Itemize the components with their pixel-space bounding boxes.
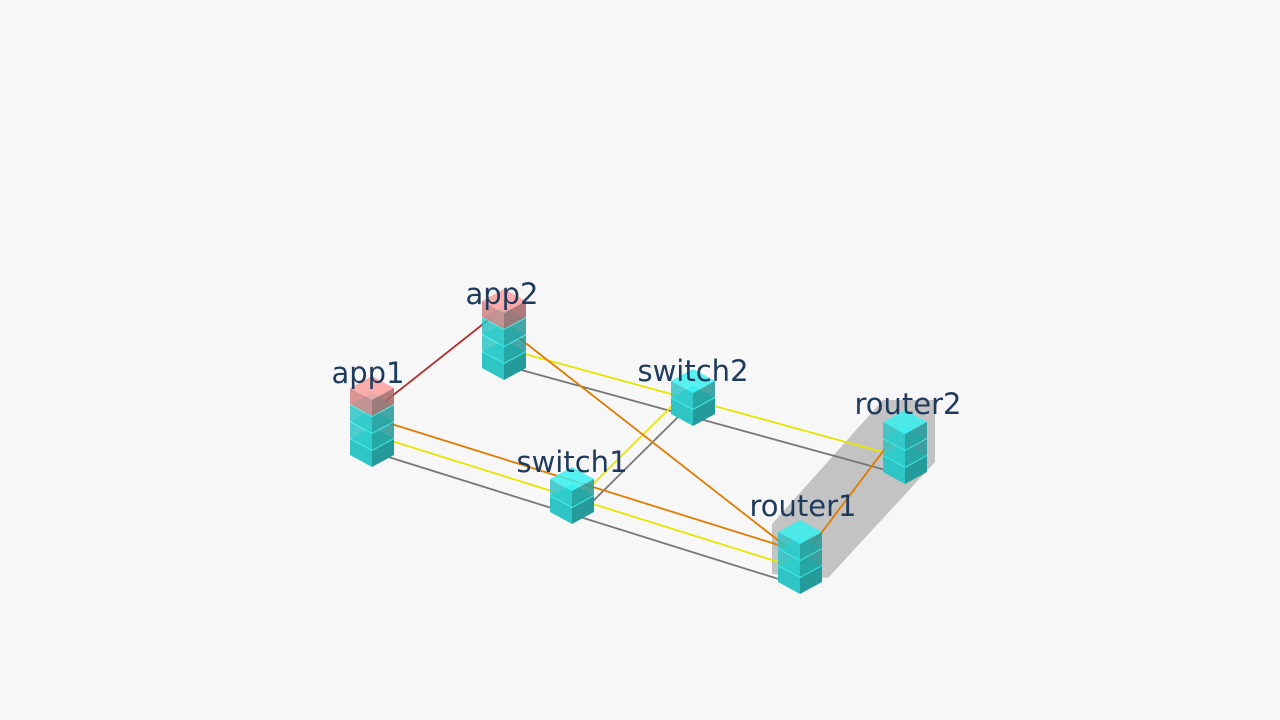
app1-layer-3-left (350, 388, 372, 416)
switch2-layer-1-right (693, 381, 715, 409)
node-switch1[interactable] (550, 467, 594, 524)
router2-layer-0-right (905, 456, 927, 484)
link-app1-app2-app[interactable] (381, 316, 493, 405)
app1-layer-3[interactable] (350, 376, 394, 416)
switch1-layer-1-right (572, 479, 594, 507)
router1-layer-0-left (778, 566, 800, 594)
app2-layer-3[interactable] (482, 289, 526, 329)
app1-layer-1-left (350, 422, 372, 450)
node-labels: app1 app2 switch1 switch2 router1 router2 (331, 277, 961, 523)
router1-layer-2[interactable] (778, 520, 822, 560)
app1-layer-0-left (350, 439, 372, 467)
router2-layer-1-left (883, 439, 905, 467)
node-label-switch1: switch1 (516, 445, 627, 479)
nodes (350, 289, 927, 594)
link-switch1-switch2-l2[interactable] (581, 396, 682, 496)
switch1-layer-0-left (550, 496, 572, 524)
switch2-layer-1-left (671, 381, 693, 409)
app1-layer-2-left (350, 405, 372, 433)
router2-layer-2-right (905, 422, 927, 450)
app2-layer-3-left (482, 301, 504, 329)
link-switch1-switch2-physical[interactable] (581, 413, 682, 513)
app1-layer-1-right (372, 422, 394, 450)
switch2-layer-0-right (693, 398, 715, 426)
app1-layer-3-right (372, 388, 394, 416)
app2-layer-0-left (482, 352, 504, 380)
node-label-router2: router2 (855, 387, 962, 421)
switch1-layer-1[interactable] (550, 467, 594, 507)
router1-layer-0-right (800, 566, 822, 594)
app2-layer-0-right (504, 352, 526, 380)
node-router1[interactable] (778, 520, 822, 594)
app2-layer-1-right (504, 335, 526, 363)
switch2-layer-0-left (671, 398, 693, 426)
link-app1-router1-physical[interactable] (381, 454, 789, 583)
link-app2-router1-l3[interactable] (513, 333, 789, 549)
router2-layer-2[interactable] (883, 410, 927, 450)
node-label-switch2: switch2 (637, 354, 748, 388)
router1-layer-2-right (800, 532, 822, 560)
router2-layer-1-right (905, 439, 927, 467)
node-label-router1: router1 (750, 489, 857, 523)
node-app1[interactable] (350, 376, 394, 467)
node-app2[interactable] (482, 289, 526, 380)
node-router2[interactable] (883, 410, 927, 484)
router2-layer-2-left (883, 422, 905, 450)
app2-layer-1-left (482, 335, 504, 363)
node-label-app1: app1 (331, 356, 404, 390)
app1-layer-2-right (372, 405, 394, 433)
router2-layer-0-left (883, 456, 905, 484)
link-router1-router2-l3[interactable] (809, 437, 894, 549)
node-label-app2: app2 (465, 277, 538, 311)
node-switch2[interactable] (671, 369, 715, 426)
switch1-layer-0-right (572, 496, 594, 524)
app2-layer-3-right (504, 301, 526, 329)
switch2-layer-1[interactable] (671, 369, 715, 409)
app1-layer-0-right (372, 439, 394, 467)
router1-layer-2-left (778, 532, 800, 560)
router1-layer-1-left (778, 549, 800, 577)
router1-layer-1-right (800, 549, 822, 577)
switch1-layer-1-left (550, 479, 572, 507)
app2-layer-2-left (482, 318, 504, 346)
app2-layer-2-right (504, 318, 526, 346)
